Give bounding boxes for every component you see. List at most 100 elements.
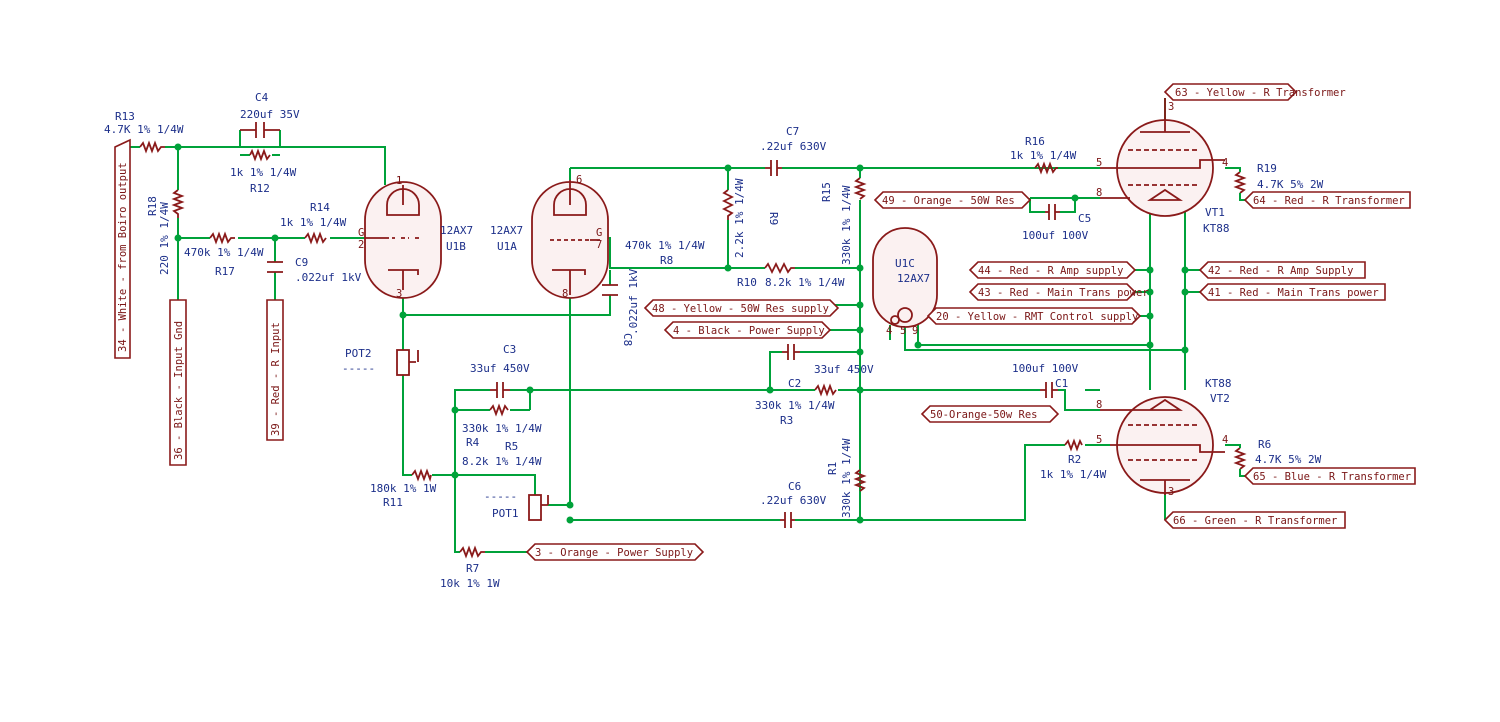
r3-symbol	[814, 383, 837, 397]
r9-ref: R9	[767, 212, 780, 225]
r9-value: 2.2k 1% 1/4W	[733, 178, 746, 258]
r13-ref: R13	[115, 110, 135, 123]
c7-ref: C7	[786, 125, 799, 138]
pot1-value: -----	[484, 490, 517, 503]
c2-ref: C2	[788, 377, 801, 390]
vt2-tube	[1100, 396, 1225, 495]
u1b-ref: U1B	[446, 240, 466, 253]
c3-value: 33uf 450V	[470, 362, 530, 375]
c4-symbol	[240, 122, 280, 138]
u1c-tube	[872, 227, 938, 328]
c8-ref: C8	[621, 333, 634, 346]
c2-value: 33uf 450V	[814, 363, 874, 376]
connector-49: 49 - Orange - 50W Res	[882, 195, 1015, 207]
connector-34: 34 - White - from Boiro output	[117, 162, 129, 352]
r7-ref: R7	[466, 562, 479, 575]
vt1-g2-pin: 4	[1222, 157, 1228, 169]
r10-ref: R10	[737, 276, 757, 289]
u1c-ref: U1C	[895, 257, 915, 270]
r12-ref: R12	[250, 182, 270, 195]
connector-4: 4 - Black - Power Supply	[673, 325, 825, 337]
vt1-k-pin: 8	[1096, 187, 1102, 199]
u1c-value: 12AX7	[897, 272, 930, 285]
r15-symbol	[853, 177, 867, 200]
r18-value: 220 1% 1/4W	[158, 202, 171, 275]
u1c-pin-c: 9	[912, 325, 918, 337]
u1a-plate-pin: 6	[576, 174, 582, 186]
vt2-grid-pin: 5	[1096, 434, 1102, 446]
connector-20: 20 - Yellow - RMT Control supply	[936, 311, 1138, 323]
r10-value: 8.2k 1% 1/4W	[765, 276, 845, 289]
wires	[130, 98, 1200, 553]
junctions	[174, 143, 1189, 524]
connector-3: 3 - Orange - Power Supply	[535, 547, 693, 559]
c4-ref: C4	[255, 91, 269, 104]
connector-63: 63 - Yellow - R Transformer	[1175, 87, 1346, 99]
u1a-cathode-pin: 8	[562, 288, 568, 300]
u1a-grid-pin: 7	[596, 239, 602, 251]
r17-ref: R17	[215, 265, 235, 278]
u1c-pin-a: 4	[886, 325, 892, 337]
c1-symbol	[1040, 382, 1058, 398]
pot1-symbol	[528, 494, 542, 521]
c6-ref: C6	[788, 480, 801, 493]
c5-ref: C5	[1078, 212, 1091, 225]
connector-39: 39 - Red - R Input	[270, 322, 282, 436]
connector-64: 64 - Red - R Transformer	[1253, 195, 1405, 207]
r11-symbol	[411, 468, 432, 483]
r7-value: 10k 1% 1W	[440, 577, 500, 590]
u1a-grid-letter: G	[596, 227, 602, 239]
u1b-plate-pin: 1	[396, 175, 402, 187]
c4-value: 220uf 35V	[240, 108, 300, 121]
pot2-value: -----	[342, 362, 375, 375]
r18-ref: R18	[146, 196, 159, 216]
c9-value: .022uf 1kV	[295, 271, 362, 284]
c1-ref: C1	[1055, 377, 1068, 390]
r6-value: 4.7K 5% 2W	[1255, 453, 1322, 466]
r9-symbol	[721, 189, 735, 220]
c9-ref: C9	[295, 256, 308, 269]
c5-symbol	[1045, 204, 1060, 220]
resistor-symbols	[139, 140, 1247, 559]
c5-value: 100uf 100V	[1022, 229, 1089, 242]
r12-value: 1k 1% 1/4W	[230, 166, 297, 179]
c9-symbol	[267, 261, 283, 273]
r8-ref: R8	[660, 254, 673, 267]
vt2-ref: VT2	[1210, 392, 1230, 405]
component-labels: R13 4.7K 1% 1/4W C4 220uf 35V 1k 1% 1/4W…	[104, 91, 1324, 590]
r8-value: 470k 1% 1/4W	[625, 239, 705, 252]
connector-48: 48 - Yellow - 50W Res supply	[652, 303, 829, 315]
r2-value: 1k 1% 1/4W	[1040, 468, 1107, 481]
r16-symbol	[1034, 161, 1058, 175]
vt2-g2-pin: 4	[1222, 434, 1228, 446]
c2-symbol	[782, 344, 800, 360]
r2-symbol	[1064, 438, 1083, 452]
u1a-tube	[531, 180, 609, 299]
r16-ref: R16	[1025, 135, 1045, 148]
u1b-grid-letter: G	[358, 227, 364, 239]
c8-symbol	[602, 284, 618, 296]
r10-symbol	[764, 261, 795, 275]
r19-symbol	[1233, 171, 1247, 194]
c8-value: .022uf 1kV	[627, 268, 640, 335]
r15-ref: R15	[820, 182, 833, 202]
capacitor-symbols	[240, 122, 1060, 528]
c6-value: .22uf 630V	[760, 494, 827, 507]
r17-value: 470k 1% 1/4W	[184, 246, 264, 259]
pot1-ref: POT1	[492, 507, 519, 520]
r14-value: 1k 1% 1/4W	[280, 216, 347, 229]
c3-ref: C3	[503, 343, 516, 356]
u1b-tube	[364, 181, 442, 299]
u1b-grid-pin: 2	[358, 239, 364, 251]
c6-symbol	[780, 512, 795, 528]
vt1-value: KT88	[1203, 222, 1230, 235]
r14-ref: R14	[310, 201, 330, 214]
r18-symbol	[171, 189, 185, 218]
r19-value: 4.7K 5% 2W	[1257, 178, 1324, 191]
r19-ref: R19	[1257, 162, 1277, 175]
c7-value: .22uf 630V	[760, 140, 827, 153]
r15-value: 330k 1% 1/4W	[840, 185, 853, 265]
pot2-symbol	[396, 349, 410, 376]
r1-value: 330k 1% 1/4W	[840, 438, 853, 518]
u1b-cathode-pin: 3	[396, 288, 402, 300]
